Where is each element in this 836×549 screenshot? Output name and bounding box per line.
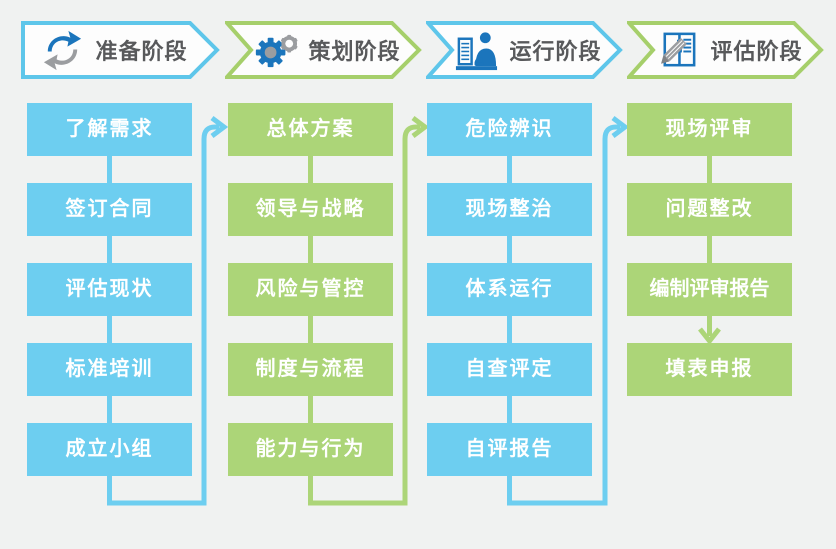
arrowhead-right-3 — [611, 116, 630, 138]
phase-label: 准备阶段 — [95, 39, 188, 64]
chevron-banner-shape — [225, 21, 422, 79]
step-box: 领导与战略 — [228, 183, 393, 236]
loop-connector-2-3 — [308, 124, 420, 506]
column-planning-steps: 总体方案 领导与战略 风险与管控 制度与流程 能力与行为 — [228, 103, 393, 476]
arrowhead-down — [698, 327, 721, 346]
column-evaluation-steps: 现场评审 问题整改 编制评审报告 填表申报 — [627, 103, 792, 396]
document-pencil-icon — [661, 32, 696, 66]
step-box: 能力与行为 — [228, 423, 393, 476]
column-operation-steps: 危险辨识 现场整治 体系运行 自查评定 自评报告 — [427, 103, 592, 476]
person-computer-icon — [456, 31, 498, 70]
step-box: 问题整改 — [627, 183, 792, 236]
step-box: 风险与管控 — [228, 263, 393, 316]
step-box: 体系运行 — [427, 263, 592, 316]
column-preparation-steps: 了解需求 签订合同 评估现状 标准培训 成立小组 — [27, 103, 192, 476]
step-box: 现场评审 — [627, 103, 792, 156]
loop-connector-1-2 — [107, 124, 219, 506]
phase-label: 运行阶段 — [509, 39, 602, 64]
phase-banner-operation: 运行阶段 — [426, 21, 623, 79]
step-box: 评估现状 — [27, 263, 192, 316]
step-box: 危险辨识 — [427, 103, 592, 156]
step-box: 成立小组 — [27, 423, 192, 476]
step-box: 自评报告 — [427, 423, 592, 476]
step-box: 标准培训 — [27, 343, 192, 396]
step-box: 自查评定 — [427, 343, 592, 396]
step-box: 签订合同 — [27, 183, 192, 236]
phase-banner-preparation: 准备阶段 — [21, 21, 220, 79]
step-box: 了解需求 — [27, 103, 192, 156]
cycle-arrows-icon — [44, 30, 82, 70]
phase-banner-planning: 策划阶段 — [225, 21, 422, 79]
loop-connector-3-4 — [507, 124, 620, 506]
step-box: 总体方案 — [228, 103, 393, 156]
arrowhead-right-1 — [210, 116, 229, 138]
phase-label: 评估阶段 — [710, 39, 803, 64]
phase-label: 策划阶段 — [308, 39, 401, 64]
gears-icon — [256, 34, 298, 67]
arrowhead-right-2 — [411, 116, 430, 138]
step-box: 编制评审报告 — [627, 263, 792, 316]
step-box: 制度与流程 — [228, 343, 393, 396]
step-box: 现场整治 — [427, 183, 592, 236]
phase-banner-evaluation: 评估阶段 — [627, 21, 824, 79]
step-box: 填表申报 — [627, 343, 792, 396]
